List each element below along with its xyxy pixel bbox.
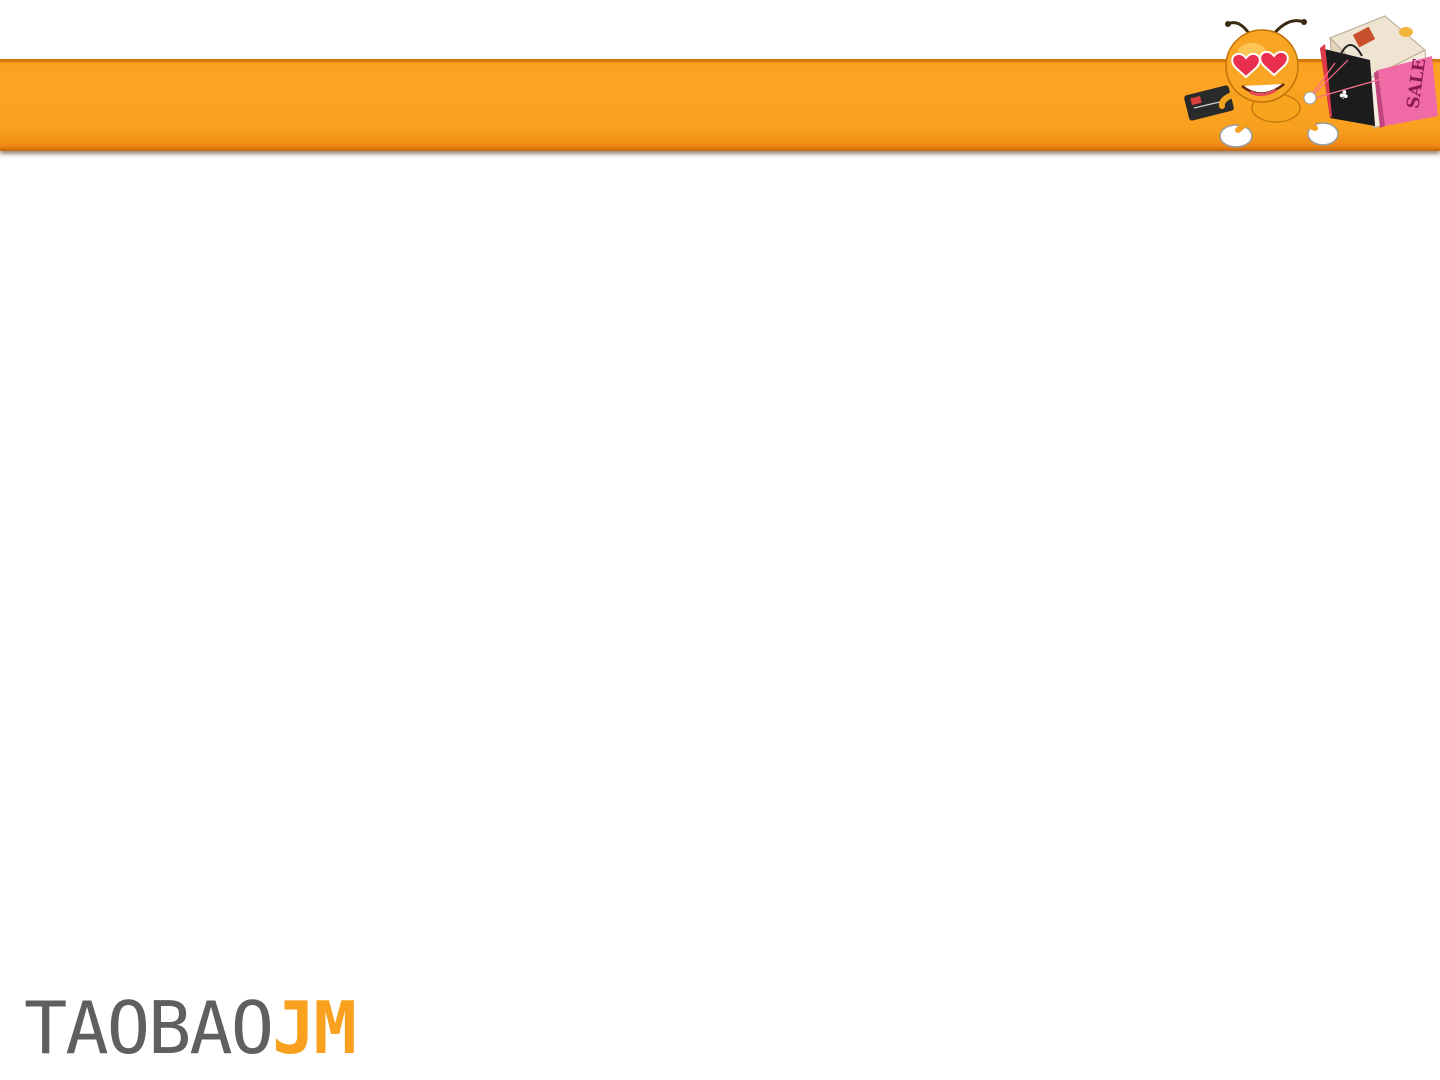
credit-card-icon [1184,85,1235,121]
logo-accent-text: JM [272,986,355,1070]
logo-main-text: TAOBAO [24,986,272,1070]
ant-mascot-shopping-icon: ♣ SALE [1180,8,1440,158]
taobaojm-logo: TAOBAOJM [24,988,355,1068]
